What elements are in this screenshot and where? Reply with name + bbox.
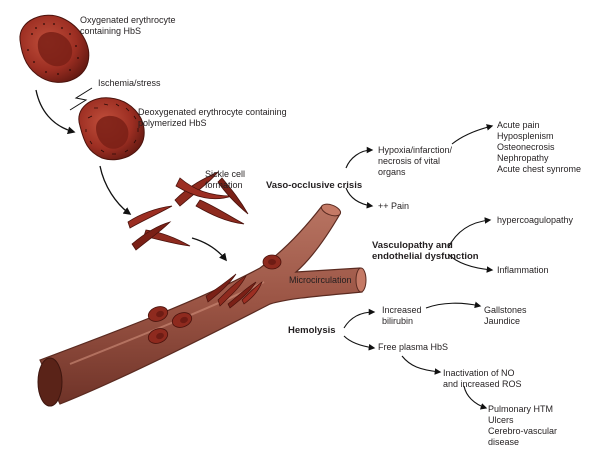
deoxygenated-erythrocyte [78, 97, 145, 161]
deoxygenated-erythrocyte-label: Deoxygenated erythrocyte containing poly… [138, 107, 287, 128]
free-plasma-hbs-label: Free plasma HbS [378, 342, 449, 352]
hypoxia-label: Hypoxia/infarction/ necrosis of vital or… [378, 145, 453, 177]
vessel-cells [147, 254, 282, 344]
pulmonary-outcomes-list: Pulmonary HTM Ulcers Cerebro-vascular di… [488, 404, 558, 447]
inflammation-label: Inflammation [497, 265, 549, 275]
blood-vessel [37, 203, 367, 407]
sickle-cells [127, 171, 249, 251]
pain-label: ++ Pain [378, 201, 410, 211]
hypercoagulopathy-label: hypercoagulopathy [497, 215, 574, 225]
oxygenated-erythrocyte-label: Oxygenated erythrocyte containing HbS [80, 15, 176, 36]
complications-list: Acute pain Hyposplenism Osteonecrosis Ne… [497, 120, 582, 174]
polymer-marks [85, 103, 139, 155]
increased-bilirubin-label: Increased bilirubin [382, 305, 422, 326]
flow-arrows [343, 124, 494, 410]
ischemia-stress-label: Ischemia/stress [98, 78, 161, 88]
microcirculation-label: Microcirculation [289, 275, 352, 285]
vasculopathy-label: Vasculopathy and endothelial dysfunction [372, 240, 479, 262]
sickle-cell-formation-label: Sickle cell formation [205, 169, 246, 190]
hemolysis-label: Hemolysis [288, 325, 336, 336]
vaso-occlusive-crisis-label: Vaso-occlusive crisis [266, 180, 363, 191]
oxygenated-erythrocyte [19, 14, 90, 83]
gallstones-jaundice-label: Gallstones Jaundice [484, 305, 527, 326]
hbs-dots [27, 23, 79, 75]
left-arrows [35, 87, 227, 262]
no-inactivation-ros-label: Inactivation of NO and increased ROS [443, 368, 522, 389]
